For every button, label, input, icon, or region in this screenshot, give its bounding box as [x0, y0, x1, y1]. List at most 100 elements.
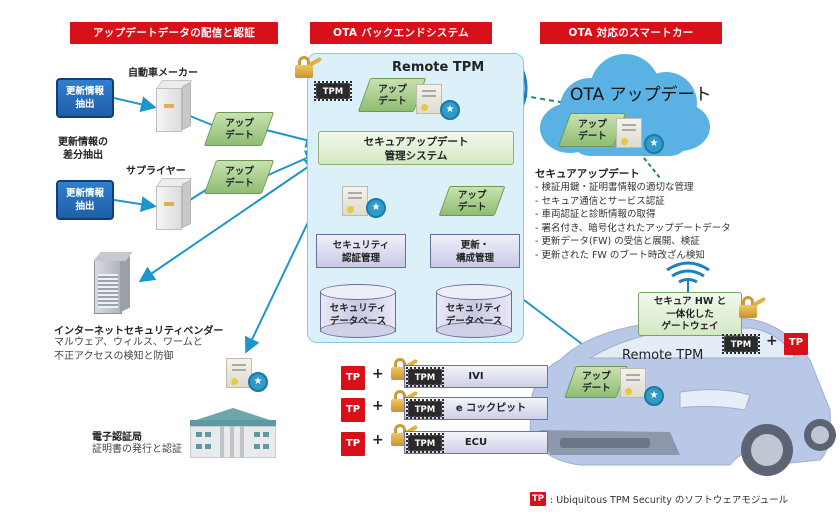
- extract-box-maker: 更新情報 抽出: [56, 78, 114, 118]
- update-package-supplier: アップデート: [203, 160, 275, 194]
- feature-item: - 更新された FW のブート時改ざん検知: [535, 249, 705, 261]
- gateway-line3: ゲートウェイ: [661, 321, 719, 332]
- award-ribbon-icon: ★: [644, 386, 664, 406]
- supplier-label: サプライヤー: [126, 166, 186, 177]
- mgmt-line1: セキュアアップデート: [363, 136, 469, 148]
- tpm-chip-ecockpit: TPM: [406, 399, 444, 419]
- db-line2: データベース: [445, 316, 503, 327]
- update-line1: アップ: [225, 166, 254, 177]
- update-line1: アップ: [578, 119, 607, 130]
- lock-key-icon-backend: [294, 56, 323, 78]
- update-line2: デート: [457, 202, 487, 213]
- secure-update-mgmt-system: セキュアアップデート 管理システム: [318, 131, 514, 165]
- wifi-icon-car: [671, 269, 705, 278]
- server-icon-supplier: [155, 178, 193, 230]
- header-smart-car: OTA 対応のスマートカー: [540, 22, 722, 44]
- certificate-authority-building-icon: [190, 408, 276, 458]
- tp-badge-ecu: TP: [341, 432, 365, 456]
- secure-update-features: - 検証用鍵・証明書情報の適切な管理 - セキュア通信とサービス認証 - 車両認…: [535, 181, 731, 262]
- plus-sign: +: [372, 366, 384, 382]
- tp-badge-ecockpit: TP: [341, 398, 365, 422]
- update-config-line1: 更新・: [460, 240, 490, 251]
- update-package-maker: アップデート: [203, 112, 275, 146]
- tpm-chip-ivi: TPM: [406, 367, 444, 387]
- extract-label-line1: 更新情報: [65, 86, 104, 97]
- tp-badge-ivi: TP: [341, 366, 365, 390]
- update-line2: デート: [225, 178, 254, 189]
- legend-tp-badge: TP: [530, 492, 546, 506]
- header-distribution: アップデートデータの配信と認証: [70, 22, 278, 44]
- gateway-line1: セキュア HW と: [653, 296, 727, 307]
- car-remote-tpm-title: Remote TPM: [622, 348, 704, 363]
- vendor-desc-line2: 不正アクセスの検知と防御: [54, 351, 174, 362]
- update-line1: アップ: [378, 84, 407, 95]
- feature-item: - 署名付き、暗号化されたアップデートデータ: [535, 222, 731, 234]
- award-ribbon-icon: ★: [366, 198, 386, 218]
- cloud-ota-update-title: OTA アップデート: [570, 85, 712, 105]
- plus-sign: +: [372, 398, 384, 414]
- vendor-title: インターネットセキュリティベンダー: [54, 326, 224, 337]
- diff-label-line1: 更新情報の: [58, 137, 108, 148]
- maker-label: 自動車メーカー: [128, 68, 198, 79]
- legend: TP : Ubiquitous TPM Security のソフトウェアモジュー…: [530, 492, 788, 506]
- db-line1: セキュリティ: [445, 303, 503, 314]
- arrow-extract1-maker: [113, 96, 157, 113]
- update-line2: デート: [582, 383, 611, 394]
- legend-text: : Ubiquitous TPM Security のソフトウェアモジュール: [550, 495, 789, 506]
- certificate-icon-cloud: [616, 118, 646, 152]
- extract-label-line2: 抽出: [75, 201, 95, 212]
- update-package-car: アップデート: [564, 366, 628, 398]
- mgmt-line2: 管理システム: [384, 150, 448, 162]
- certificate-icon-car: [620, 368, 650, 402]
- server-icon-maker: [155, 80, 193, 132]
- certificate-icon-backend-mid: [342, 186, 372, 220]
- extract-box-supplier: 更新情報 抽出: [56, 180, 114, 220]
- arrow-extract2-supplier: [113, 196, 157, 213]
- vendor-desc-line1: マルウェア、ウィルス、ワームと: [54, 337, 203, 348]
- ca-desc: 証明書の発行と認証: [92, 444, 182, 455]
- sec-auth-line1: セキュリティ: [332, 240, 390, 251]
- diff-extract-label: 更新情報の 差分抽出: [58, 136, 108, 162]
- tp-badge-gateway: TP: [784, 333, 808, 355]
- plus-sign: +: [372, 432, 384, 448]
- certificate-icon-ca: [226, 358, 256, 392]
- update-line1: アップ: [457, 190, 487, 201]
- feature-item: - セキュア通信とサービス認証: [535, 195, 665, 207]
- security-database-right: セキュリティデータベース: [436, 284, 512, 338]
- certificate-icon-backend-top: [416, 84, 446, 118]
- header-ota-backend: OTA バックエンドシステム: [310, 22, 492, 44]
- tpm-chip-ecu: TPM: [406, 433, 444, 453]
- backend-remote-tpm-title: Remote TPM: [392, 60, 485, 75]
- security-database-left: セキュリティデータベース: [320, 284, 396, 338]
- gateway-line2: 一体化した: [666, 308, 714, 320]
- extract-label-line2: 抽出: [75, 99, 95, 110]
- award-ribbon-icon: ★: [440, 100, 460, 120]
- award-ribbon-icon: ★: [644, 134, 664, 154]
- diff-label-line2: 差分抽出: [63, 150, 103, 161]
- update-line2: デート: [225, 130, 254, 141]
- update-line1: アップ: [225, 118, 254, 129]
- update-config-line2: 構成管理: [455, 253, 494, 264]
- secure-update-title: セキュアアップデート: [535, 168, 640, 180]
- ca-title: 電子認証局: [92, 432, 142, 443]
- extract-label-line1: 更新情報: [65, 188, 104, 199]
- update-config-mgmt: 更新・ 構成管理: [430, 234, 520, 268]
- update-line2: デート: [578, 131, 607, 142]
- update-line2: デート: [378, 96, 407, 107]
- feature-item: - 検証用鍵・証明書情報の適切な管理: [535, 182, 694, 193]
- lock-key-icon-gateway: [738, 296, 767, 318]
- tpm-chip-backend: TPM: [314, 81, 352, 101]
- db-line2: データベース: [329, 316, 387, 327]
- feature-item: - 車両認証と診断情報の取得: [535, 209, 656, 220]
- update-package-backend-right: アップデート: [438, 186, 506, 216]
- db-line1: セキュリティ: [329, 303, 387, 314]
- update-line1: アップ: [582, 371, 611, 382]
- tpm-chip-gateway: TPM: [722, 334, 760, 354]
- feature-item: - 更新データ(FW) の受信と展開、検証: [535, 236, 700, 247]
- sec-auth-line2: 認証管理: [341, 253, 380, 264]
- vendor-desc: マルウェア、ウィルス、ワームと 不正アクセスの検知と防御: [54, 336, 203, 364]
- plus-sign: +: [766, 333, 778, 349]
- secure-gateway-box: セキュア HW と 一体化した ゲートウェイ: [638, 292, 742, 336]
- award-ribbon-icon: ★: [248, 372, 268, 392]
- security-vendor-server-icon: [90, 252, 134, 314]
